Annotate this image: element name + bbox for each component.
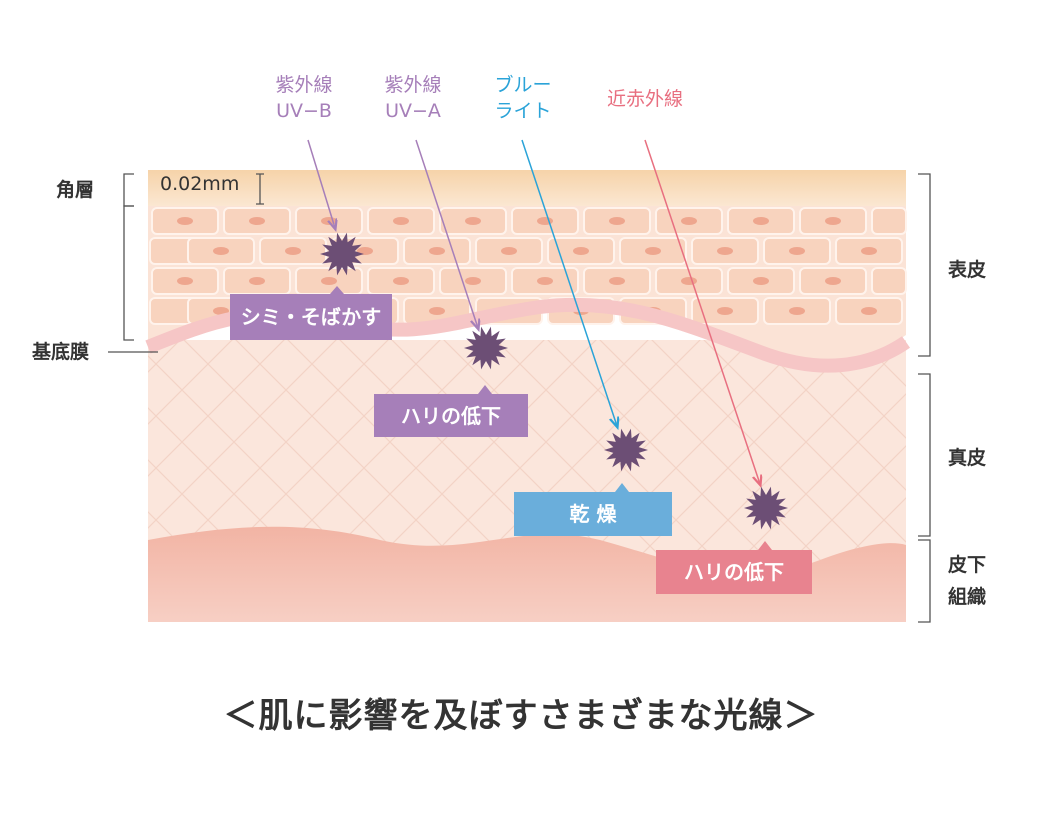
cell-nucleus	[393, 277, 409, 285]
cell-nucleus	[609, 277, 625, 285]
cell-nucleus	[861, 307, 877, 315]
cell-nucleus	[717, 307, 733, 315]
diagram-caption: ＜肌に影響を及ぼすさまざまな光線＞	[223, 696, 819, 736]
cell-nucleus	[681, 217, 697, 225]
epidermis-left-bracket	[123, 205, 134, 341]
corneum-bracket	[123, 173, 134, 207]
cell-nucleus	[249, 277, 265, 285]
epidermis-cell	[871, 207, 907, 235]
bluelight-label-line1: ブルー	[494, 74, 552, 96]
nir-label: 近赤外線	[590, 86, 700, 112]
bluelight-label: ブルー ライト	[483, 72, 563, 124]
cell-nucleus	[429, 307, 445, 315]
dermis-label: 真皮	[948, 447, 987, 469]
cell-nucleus	[465, 277, 481, 285]
dryness-tag-text: 乾 燥	[569, 502, 617, 526]
cell-nucleus	[429, 247, 445, 255]
cell-nucleus	[213, 307, 229, 315]
cell-nucleus	[717, 247, 733, 255]
subcutaneous-label: 皮下 組織	[948, 552, 986, 610]
cell-nucleus	[321, 277, 337, 285]
thickness-label: 0.02mm	[160, 173, 240, 195]
cell-nucleus	[789, 247, 805, 255]
cell-nucleus	[789, 307, 805, 315]
epidermis-cell	[871, 267, 907, 295]
cell-nucleus	[573, 247, 589, 255]
bluelight-label-line2: ライト	[494, 100, 552, 122]
cell-nucleus	[465, 217, 481, 225]
cell-nucleus	[285, 247, 301, 255]
subcutaneous-label-line1: 皮下	[948, 554, 987, 576]
cell-nucleus	[609, 217, 625, 225]
uva-label-line1: 紫外線	[384, 74, 442, 96]
nir-firmness-tag-text: ハリの低下	[684, 560, 784, 584]
uvb-label-line2: UV−B	[276, 100, 332, 122]
stratum-corneum-layer	[148, 170, 906, 206]
cell-nucleus	[321, 217, 337, 225]
uvb-ray-arrow	[307, 139, 335, 228]
cell-nucleus	[213, 247, 229, 255]
spots-tag-text: シミ・そばかす	[240, 305, 382, 329]
stratum-corneum-label: 角層	[56, 179, 95, 201]
dryness-tag-box	[514, 483, 672, 536]
uva-label: 紫外線 UV−A	[373, 72, 453, 124]
uva-firmness-tag-text: ハリの低下	[401, 404, 501, 428]
cell-nucleus	[393, 217, 409, 225]
cell-nucleus	[501, 247, 517, 255]
uva-firmness-tag-box	[374, 385, 528, 437]
subcutaneous-bracket	[918, 539, 931, 623]
dermis-bracket	[918, 373, 931, 537]
cell-nucleus	[753, 277, 769, 285]
nir-ray-arrow	[644, 139, 760, 484]
uvb-damage-burst	[320, 232, 364, 276]
spots-tag-box	[230, 286, 392, 340]
cell-nucleus	[645, 247, 661, 255]
nir-label-line1: 近赤外線	[606, 88, 683, 110]
uvb-label: 紫外線 UV−B	[264, 72, 344, 124]
cell-nucleus	[537, 277, 553, 285]
bluelight-ray-arrow	[521, 139, 617, 426]
cell-nucleus	[825, 277, 841, 285]
epidermis-label: 表皮	[948, 259, 987, 281]
uvb-label-line1: 紫外線	[275, 74, 333, 96]
nir-damage-burst	[744, 486, 788, 530]
cell-nucleus	[861, 247, 877, 255]
epidermis-bracket	[918, 173, 931, 357]
subcutaneous-label-line2: 組織	[948, 586, 987, 608]
uva-label-line2: UV−A	[385, 100, 441, 122]
cell-nucleus	[681, 277, 697, 285]
basement-membrane-label: 基底膜	[32, 341, 90, 363]
uva-damage-burst	[464, 326, 508, 370]
cell-nucleus	[177, 277, 193, 285]
nir-firmness-tag-box	[656, 541, 812, 594]
cell-nucleus	[825, 217, 841, 225]
cell-nucleus	[249, 217, 265, 225]
uva-ray-arrow	[415, 139, 478, 328]
thickness-bracket	[256, 173, 264, 205]
subcutaneous-layer	[148, 526, 906, 622]
cell-nucleus	[177, 217, 193, 225]
bluelight-damage-burst	[604, 428, 648, 472]
cell-nucleus	[357, 247, 373, 255]
cell-nucleus	[753, 217, 769, 225]
